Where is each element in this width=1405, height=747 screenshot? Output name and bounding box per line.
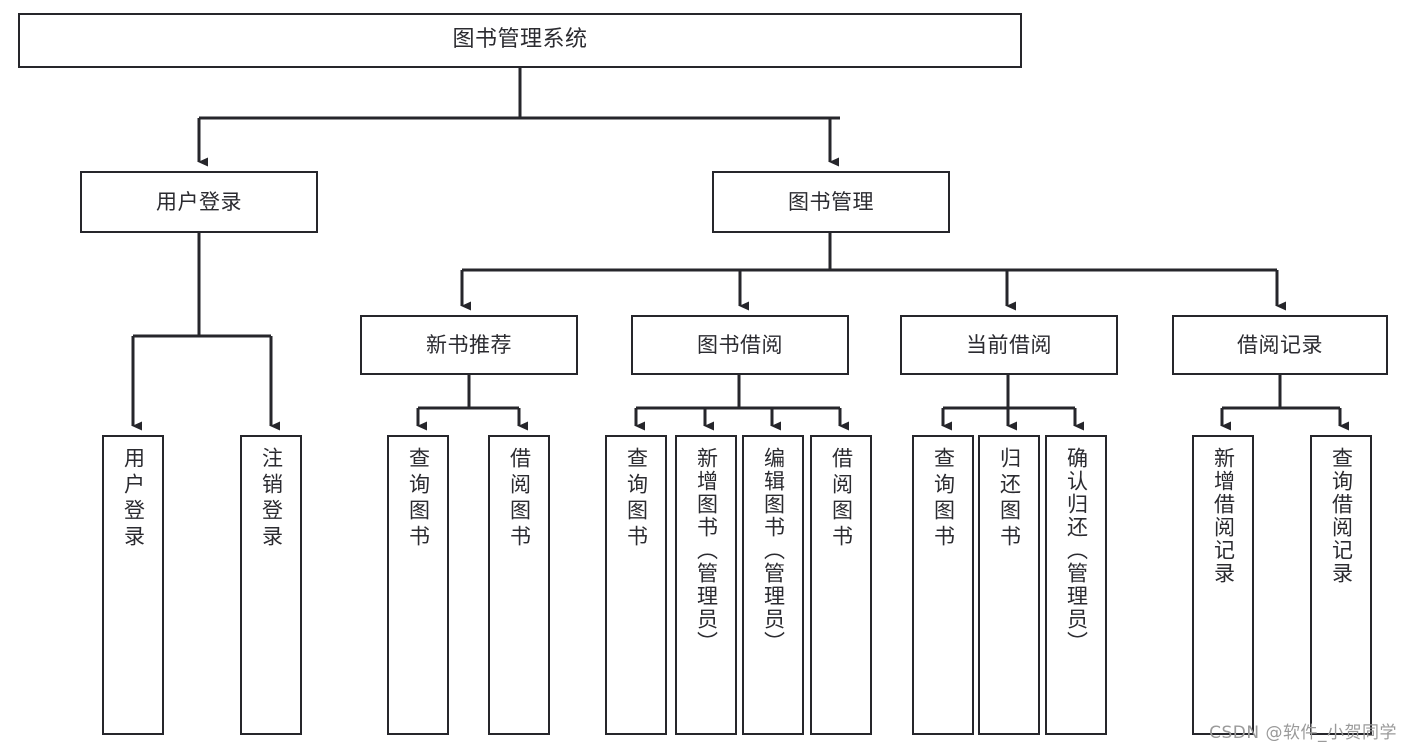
node-label: 注销登录 xyxy=(259,447,284,551)
node-label: 图书管理系统 xyxy=(452,27,588,53)
node-label: 新增图书（管理员） xyxy=(694,447,719,654)
node-label: 用户登录 xyxy=(121,447,146,551)
leaf-book-borrow-query-books[interactable]: 查询图书 xyxy=(605,435,667,735)
leaf-current-borrow-query-books[interactable]: 查询图书 xyxy=(912,435,974,735)
leaf-book-borrow-edit-book-admin[interactable]: 编辑图书（管理员） xyxy=(742,435,804,735)
leaf-user-login-sign-out[interactable]: 注销登录 xyxy=(240,435,302,735)
node-user-login[interactable]: 用户登录 xyxy=(80,171,318,233)
leaf-current-borrow-return-books[interactable]: 归还图书 xyxy=(978,435,1040,735)
node-new-book-recommendation[interactable]: 新书推荐 xyxy=(360,315,578,375)
node-label: 查询图书 xyxy=(624,447,649,551)
node-label: 归还图书 xyxy=(997,447,1022,551)
node-label: 查询图书 xyxy=(931,447,956,551)
leaf-book-borrow-borrow-books[interactable]: 借阅图书 xyxy=(810,435,872,735)
node-root-book-management-system[interactable]: 图书管理系统 xyxy=(18,13,1022,68)
node-label: 编辑图书（管理员） xyxy=(761,447,786,654)
leaf-borrow-record-query-record[interactable]: 查询借阅记录 xyxy=(1310,435,1372,735)
node-label: 查询借阅记录 xyxy=(1329,447,1354,585)
node-label: 图书借阅 xyxy=(697,332,783,357)
node-label: 借阅记录 xyxy=(1237,332,1323,357)
node-label: 确认归还（管理员） xyxy=(1064,447,1089,654)
leaf-new-book-borrow-books[interactable]: 借阅图书 xyxy=(488,435,550,735)
node-label: 当前借阅 xyxy=(966,332,1052,357)
node-label: 查询图书 xyxy=(406,447,431,551)
csdn-watermark: CSDN @软件_小贺同学 xyxy=(1209,723,1397,743)
node-label: 新增借阅记录 xyxy=(1211,447,1236,585)
node-book-borrowing[interactable]: 图书借阅 xyxy=(631,315,849,375)
leaf-book-borrow-add-book-admin[interactable]: 新增图书（管理员） xyxy=(675,435,737,735)
node-label: 借阅图书 xyxy=(829,447,854,551)
leaf-new-book-query-books[interactable]: 查询图书 xyxy=(387,435,449,735)
node-label: 借阅图书 xyxy=(507,447,532,551)
leaf-current-borrow-confirm-return-admin[interactable]: 确认归还（管理员） xyxy=(1045,435,1107,735)
leaf-user-login-sign-in[interactable]: 用户登录 xyxy=(102,435,164,735)
node-label: 图书管理 xyxy=(788,189,874,214)
node-borrowing-record[interactable]: 借阅记录 xyxy=(1172,315,1388,375)
leaf-borrow-record-add-record[interactable]: 新增借阅记录 xyxy=(1192,435,1254,735)
node-label: 用户登录 xyxy=(156,189,242,214)
node-label: 新书推荐 xyxy=(426,332,512,357)
node-current-borrowing[interactable]: 当前借阅 xyxy=(900,315,1118,375)
node-book-management[interactable]: 图书管理 xyxy=(712,171,950,233)
